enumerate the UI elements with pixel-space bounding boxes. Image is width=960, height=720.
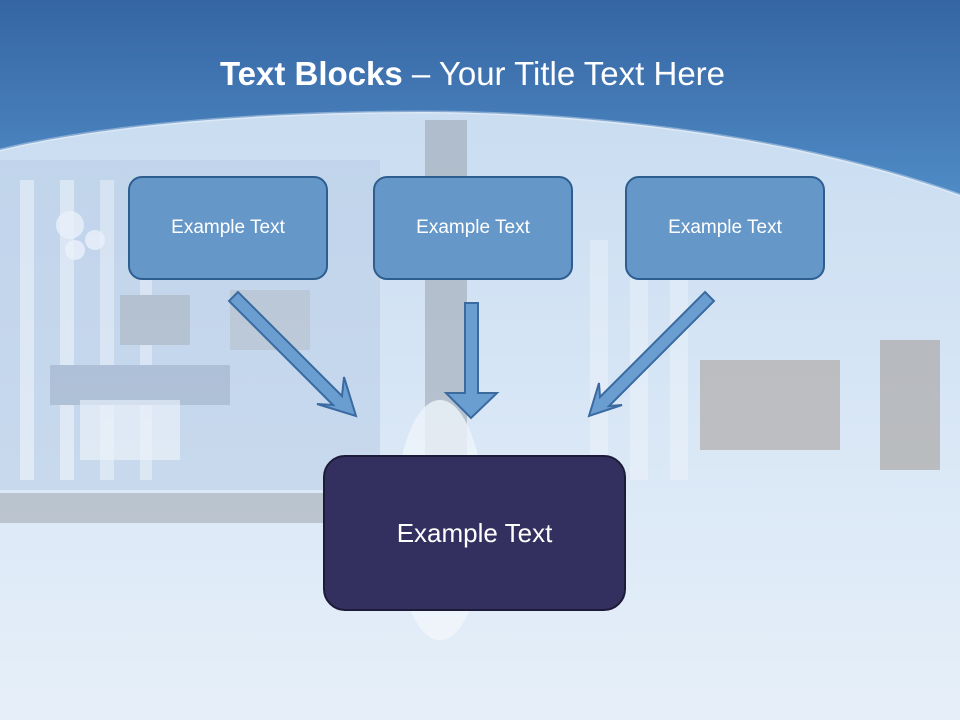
title-dash: – — [402, 55, 439, 92]
result-block: Example Text — [323, 455, 626, 611]
text-block-left: Example Text — [128, 176, 328, 280]
title-rest: Your Title Text Here — [438, 55, 726, 92]
text-block-right: Example Text — [625, 176, 825, 280]
text-block-center: Example Text — [373, 176, 573, 280]
title-bold: Text Blocks — [219, 55, 403, 92]
slide-title: Text Blocks – Your Title Text Here — [0, 52, 945, 96]
